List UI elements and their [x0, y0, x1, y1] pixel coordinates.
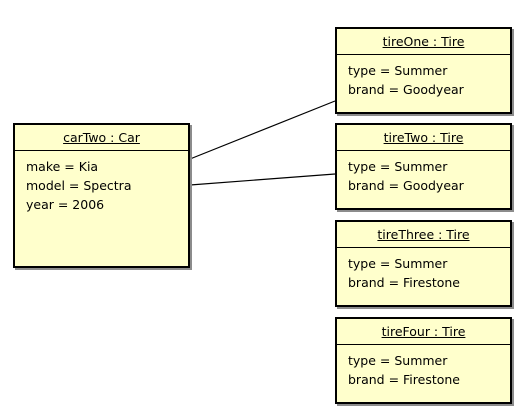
- object-title: tireOne : Tire: [337, 29, 510, 55]
- object-attributes: type = Summer brand = Firestone: [337, 345, 510, 389]
- link-car-tireone: [189, 100, 336, 160]
- attribute-type: type = Summer: [348, 256, 448, 271]
- object-tireone[interactable]: tireOne : Tire type = Summer brand = Goo…: [335, 27, 512, 114]
- link-car-tiretwo: [189, 173, 336, 186]
- attribute-model: model = Spectra: [26, 178, 132, 193]
- object-title: tireThree : Tire: [337, 222, 510, 248]
- attribute-brand: brand = Goodyear: [348, 178, 464, 193]
- object-attributes: type = Summer brand = Goodyear: [337, 55, 510, 99]
- attribute-year: year = 2006: [26, 197, 105, 212]
- object-attributes: type = Summer brand = Firestone: [337, 248, 510, 292]
- object-tirethree[interactable]: tireThree : Tire type = Summer brand = F…: [335, 220, 512, 307]
- object-tiretwo[interactable]: tireTwo : Tire type = Summer brand = Goo…: [335, 123, 512, 210]
- attribute-make: make = Kia: [26, 159, 99, 174]
- attribute-type: type = Summer: [348, 159, 448, 174]
- attribute-type: type = Summer: [348, 63, 448, 78]
- object-attributes: type = Summer brand = Goodyear: [337, 151, 510, 195]
- object-cartwo[interactable]: carTwo : Car make = Kia model = Spectra …: [13, 123, 190, 268]
- attribute-brand: brand = Firestone: [348, 372, 460, 387]
- object-title: carTwo : Car: [15, 125, 188, 151]
- attribute-brand: brand = Goodyear: [348, 82, 464, 97]
- attribute-brand: brand = Firestone: [348, 275, 460, 290]
- object-attributes: make = Kia model = Spectra year = 2006: [15, 151, 188, 214]
- object-title: tireFour : Tire: [337, 319, 510, 345]
- object-title: tireTwo : Tire: [337, 125, 510, 151]
- attribute-type: type = Summer: [348, 353, 448, 368]
- object-tirefour[interactable]: tireFour : Tire type = Summer brand = Fi…: [335, 317, 512, 404]
